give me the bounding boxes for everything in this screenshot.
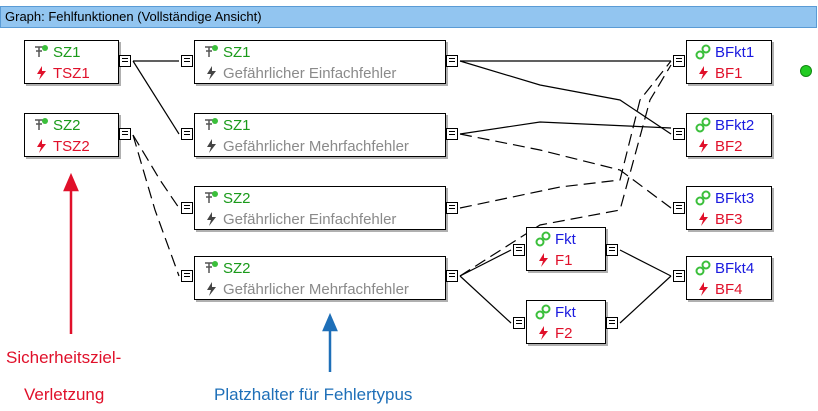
function-icon — [695, 190, 711, 206]
goal-icon — [35, 118, 48, 130]
node-sublabel: Gefährlicher Mehrfachfehler — [223, 280, 409, 298]
node-label: BFkt4 — [715, 259, 755, 277]
node-bfkt4[interactable]: BFkt4 BF4 — [686, 256, 772, 300]
link-sz2m-b1 — [459, 64, 672, 277]
port-b2-in[interactable] — [673, 128, 685, 140]
port-f2-out[interactable] — [606, 317, 618, 329]
node-label: BFkt3 — [715, 189, 755, 207]
port-f2-in[interactable] — [513, 317, 525, 329]
link-f1-b4 — [619, 249, 672, 277]
link-sz2-sz2m — [132, 134, 180, 277]
node-sublabel: F1 — [555, 251, 573, 269]
goal-icon — [205, 118, 218, 130]
port-sz1e-out[interactable] — [446, 55, 458, 67]
window-title: Graph: Fehlfunktionen (Vollständige Ansi… — [5, 9, 262, 24]
link-sz1m-b2 — [459, 121, 672, 135]
node-bfkt1[interactable]: BFkt1 BF1 — [686, 40, 772, 84]
port-sz1e-in[interactable] — [181, 55, 193, 67]
node-label: SZ1 — [53, 43, 81, 61]
node-label: Fkt — [555, 303, 576, 321]
window-title-bar: Graph: Fehlfunktionen (Vollständige Ansi… — [0, 6, 817, 28]
fault-type-icon — [207, 212, 216, 226]
link-sz2-sz2e — [132, 134, 180, 209]
node-sublabel: BF4 — [715, 280, 743, 298]
fault-icon — [699, 282, 708, 296]
node-sublabel: BF3 — [715, 210, 743, 228]
port-sz2e-in[interactable] — [181, 202, 193, 214]
annotation-safety-goal-line2: Verletzung — [24, 385, 105, 404]
fault-icon — [37, 139, 46, 153]
link-sz2e-b1 — [459, 60, 672, 209]
node-label: SZ1 — [223, 43, 251, 61]
node-sublabel: TSZ2 — [53, 137, 90, 155]
node-label: SZ2 — [223, 189, 251, 207]
port-b1-in[interactable] — [673, 55, 685, 67]
node-label: BFkt1 — [715, 43, 755, 61]
goal-icon — [205, 45, 218, 57]
link-f2-b4 — [619, 275, 672, 324]
goal-icon — [35, 45, 48, 57]
function-icon — [695, 117, 711, 133]
annotation-placeholder: Platzhalter für Fehlertypus — [214, 385, 413, 404]
node-sublabel: Gefährlicher Mehrfachfehler — [223, 137, 409, 155]
link-sz2m-f1 — [459, 249, 512, 277]
node-sz2-einfach[interactable]: SZ2 Gefährlicher Einfachfehler — [194, 186, 446, 230]
node-f2[interactable]: Fkt F2 — [526, 300, 606, 344]
node-sz1-mehrfach[interactable]: SZ1 Gefährlicher Mehrfachfehler — [194, 113, 446, 157]
status-indicator — [800, 65, 812, 77]
node-label: SZ2 — [223, 259, 251, 277]
port-f1-out[interactable] — [606, 244, 618, 256]
goal-icon — [205, 191, 218, 203]
link-sz1m-b3 — [459, 133, 672, 209]
port-sz1m-in[interactable] — [181, 128, 193, 140]
fault-icon — [699, 212, 708, 226]
fault-icon — [37, 66, 46, 80]
node-bfkt2[interactable]: BFkt2 BF2 — [686, 113, 772, 157]
port-sz2e-out[interactable] — [446, 202, 458, 214]
port-sz1m-out[interactable] — [446, 128, 458, 140]
node-sublabel: BF2 — [715, 137, 743, 155]
node-sublabel: Gefährlicher Einfachfehler — [223, 64, 397, 82]
node-sz1[interactable]: SZ1 TSZ1 — [24, 40, 119, 84]
fault-icon — [539, 253, 548, 267]
node-sublabel: TSZ1 — [53, 64, 90, 82]
port-sz2-out[interactable] — [119, 128, 131, 140]
node-sublabel: Gefährlicher Einfachfehler — [223, 210, 397, 228]
link-sz2m-f2 — [459, 275, 512, 324]
fault-type-icon — [207, 139, 216, 153]
fault-type-icon — [207, 282, 216, 296]
node-label: SZ1 — [223, 116, 251, 134]
node-sublabel: F2 — [555, 324, 573, 342]
fault-icon — [699, 139, 708, 153]
function-icon — [695, 44, 711, 60]
node-sz1-einfach[interactable]: SZ1 Gefährlicher Einfachfehler — [194, 40, 446, 84]
port-sz2m-out[interactable] — [446, 270, 458, 282]
port-sz1-out[interactable] — [119, 55, 131, 67]
node-f1[interactable]: Fkt F1 — [526, 227, 606, 271]
fault-icon — [539, 326, 548, 340]
node-bfkt3[interactable]: BFkt3 BF3 — [686, 186, 772, 230]
node-sublabel: BF1 — [715, 64, 743, 82]
port-sz2m-in[interactable] — [181, 270, 193, 282]
function-icon — [535, 231, 551, 247]
node-sz2[interactable]: SZ2 TSZ2 — [24, 113, 119, 157]
fault-type-icon — [207, 66, 216, 80]
fault-icon — [699, 66, 708, 80]
link-sz1-sz1m — [132, 60, 180, 135]
port-b4-in[interactable] — [673, 270, 685, 282]
port-b3-in[interactable] — [673, 202, 685, 214]
arrow-blue — [322, 312, 338, 372]
node-label: SZ2 — [53, 116, 81, 134]
arrow-red — [63, 172, 79, 334]
goal-icon — [205, 261, 218, 273]
node-label: Fkt — [555, 230, 576, 248]
node-sz2-mehrfach[interactable]: SZ2 Gefährlicher Mehrfachfehler — [194, 256, 446, 300]
node-label: BFkt2 — [715, 116, 755, 134]
function-icon — [695, 260, 711, 276]
annotation-safety-goal-line1: Sicherheitsziel- — [6, 348, 122, 367]
port-f1-in[interactable] — [513, 244, 525, 256]
function-icon — [535, 304, 551, 320]
